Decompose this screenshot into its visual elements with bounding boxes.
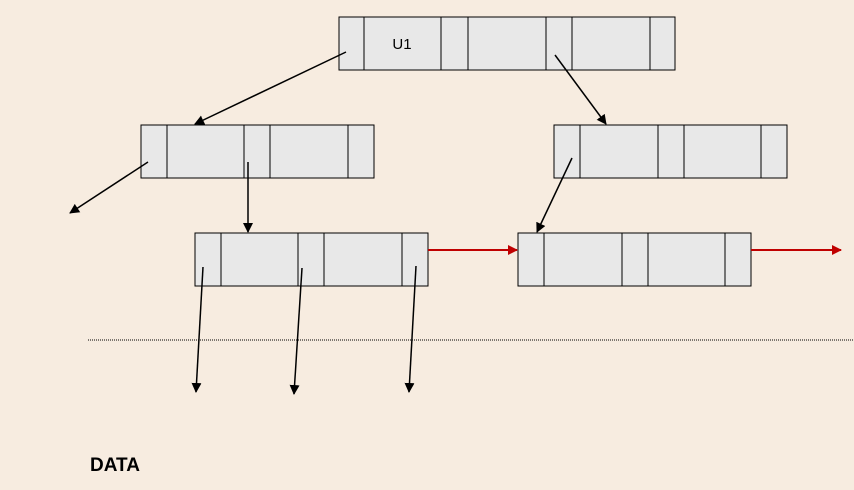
pointer-root-to-right bbox=[554, 54, 607, 125]
root-key-label: U1 bbox=[392, 36, 411, 53]
pointer-to-data-2 bbox=[289, 267, 303, 395]
pointer-to-data-3 bbox=[404, 265, 417, 393]
internal-node-left bbox=[140, 124, 375, 179]
pointer-left-outgoing bbox=[69, 161, 149, 214]
internal-node-right bbox=[553, 124, 788, 179]
pointer-right-to-leaf bbox=[536, 157, 573, 233]
pointer-to-data-1 bbox=[191, 266, 204, 393]
pointer-root-to-left bbox=[194, 51, 347, 125]
root-node: U1 bbox=[338, 16, 676, 71]
leaf-node-right bbox=[517, 232, 752, 287]
leaf-node-left bbox=[194, 232, 429, 287]
data-label: DATA bbox=[90, 455, 140, 476]
